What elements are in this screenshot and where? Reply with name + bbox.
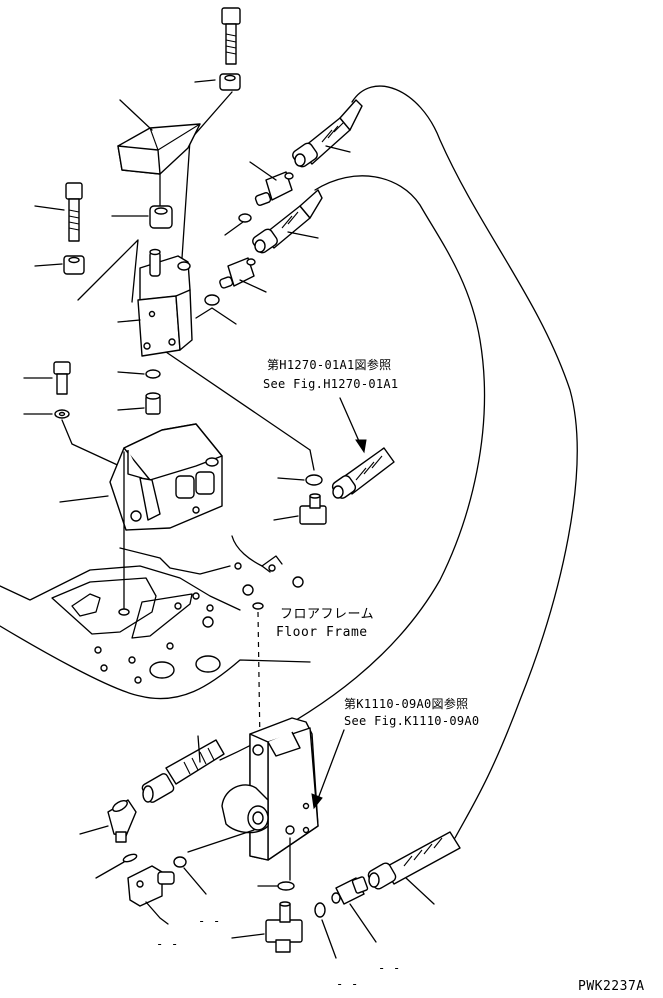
nut-large [149, 205, 173, 229]
elbow-small [145, 392, 161, 415]
adapter-upper [254, 171, 294, 206]
threaded-fitting [141, 739, 225, 803]
o-ring-block-left [173, 856, 187, 868]
callout-placeholder-2: - - [156, 937, 179, 951]
floor-frame-label-ja: フロアフレーム [280, 607, 374, 622]
drawing-code: PWK2237A [578, 979, 645, 993]
guide-line-top [189, 91, 233, 141]
o-ring-small-left [122, 853, 138, 863]
guide-line-valve [165, 351, 311, 451]
callout-placeholder-4: - - [336, 977, 359, 991]
ref-h1270-ja: 第H1270-01A1図参照 [267, 357, 391, 372]
elbow-right [299, 493, 327, 525]
o-ring-upper [238, 213, 252, 223]
ref-k1110-ja: 第K1110-09A0図参照 [344, 696, 468, 711]
hose-middle [219, 175, 486, 761]
adapter-bottom-right [331, 876, 369, 905]
hose-end-h1270 [331, 447, 395, 499]
tee-fitting-bottom [265, 901, 303, 953]
hose-end-upper [292, 99, 363, 168]
o-ring-block-bottom [277, 881, 295, 891]
callout-placeholder-1: - - [198, 914, 221, 928]
adapter-lower [219, 257, 256, 289]
callout-line-pedal [119, 99, 153, 131]
elbow-fitting-2 [127, 865, 175, 907]
guide-line-left [77, 239, 139, 303]
o-ring-right [305, 474, 323, 486]
callout-line-nut-top [194, 79, 216, 83]
bolt-left [65, 182, 83, 242]
floor-frame [0, 535, 311, 700]
elbow-fitting-1 [107, 799, 137, 843]
hose-end-lower [367, 831, 461, 890]
floor-dash-line [257, 611, 261, 747]
lower-valve-block [221, 717, 319, 861]
bolt-small [53, 361, 71, 395]
callout-line-valve [117, 319, 141, 323]
hose-end-middle [252, 189, 323, 254]
bolt-top [221, 7, 241, 65]
hose-upper-right [351, 85, 578, 839]
pedal-bracket [109, 423, 223, 531]
nut-top [219, 73, 241, 91]
o-ring-bottom-right [314, 902, 326, 918]
callout-line-bracket [59, 495, 109, 503]
callout-placeholder-3: - - [378, 961, 401, 975]
ref-arrow-k1110 [315, 729, 345, 805]
nut-left [63, 255, 85, 275]
o-ring-lower [204, 294, 220, 306]
floor-frame-label-en: Floor Frame [276, 625, 368, 640]
pilot-valve [137, 248, 193, 357]
ref-h1270-en: See Fig.H1270-01A1 [263, 377, 398, 391]
o-ring-mid [145, 369, 161, 379]
ref-k1110-en: See Fig.K1110-09A0 [344, 714, 479, 728]
